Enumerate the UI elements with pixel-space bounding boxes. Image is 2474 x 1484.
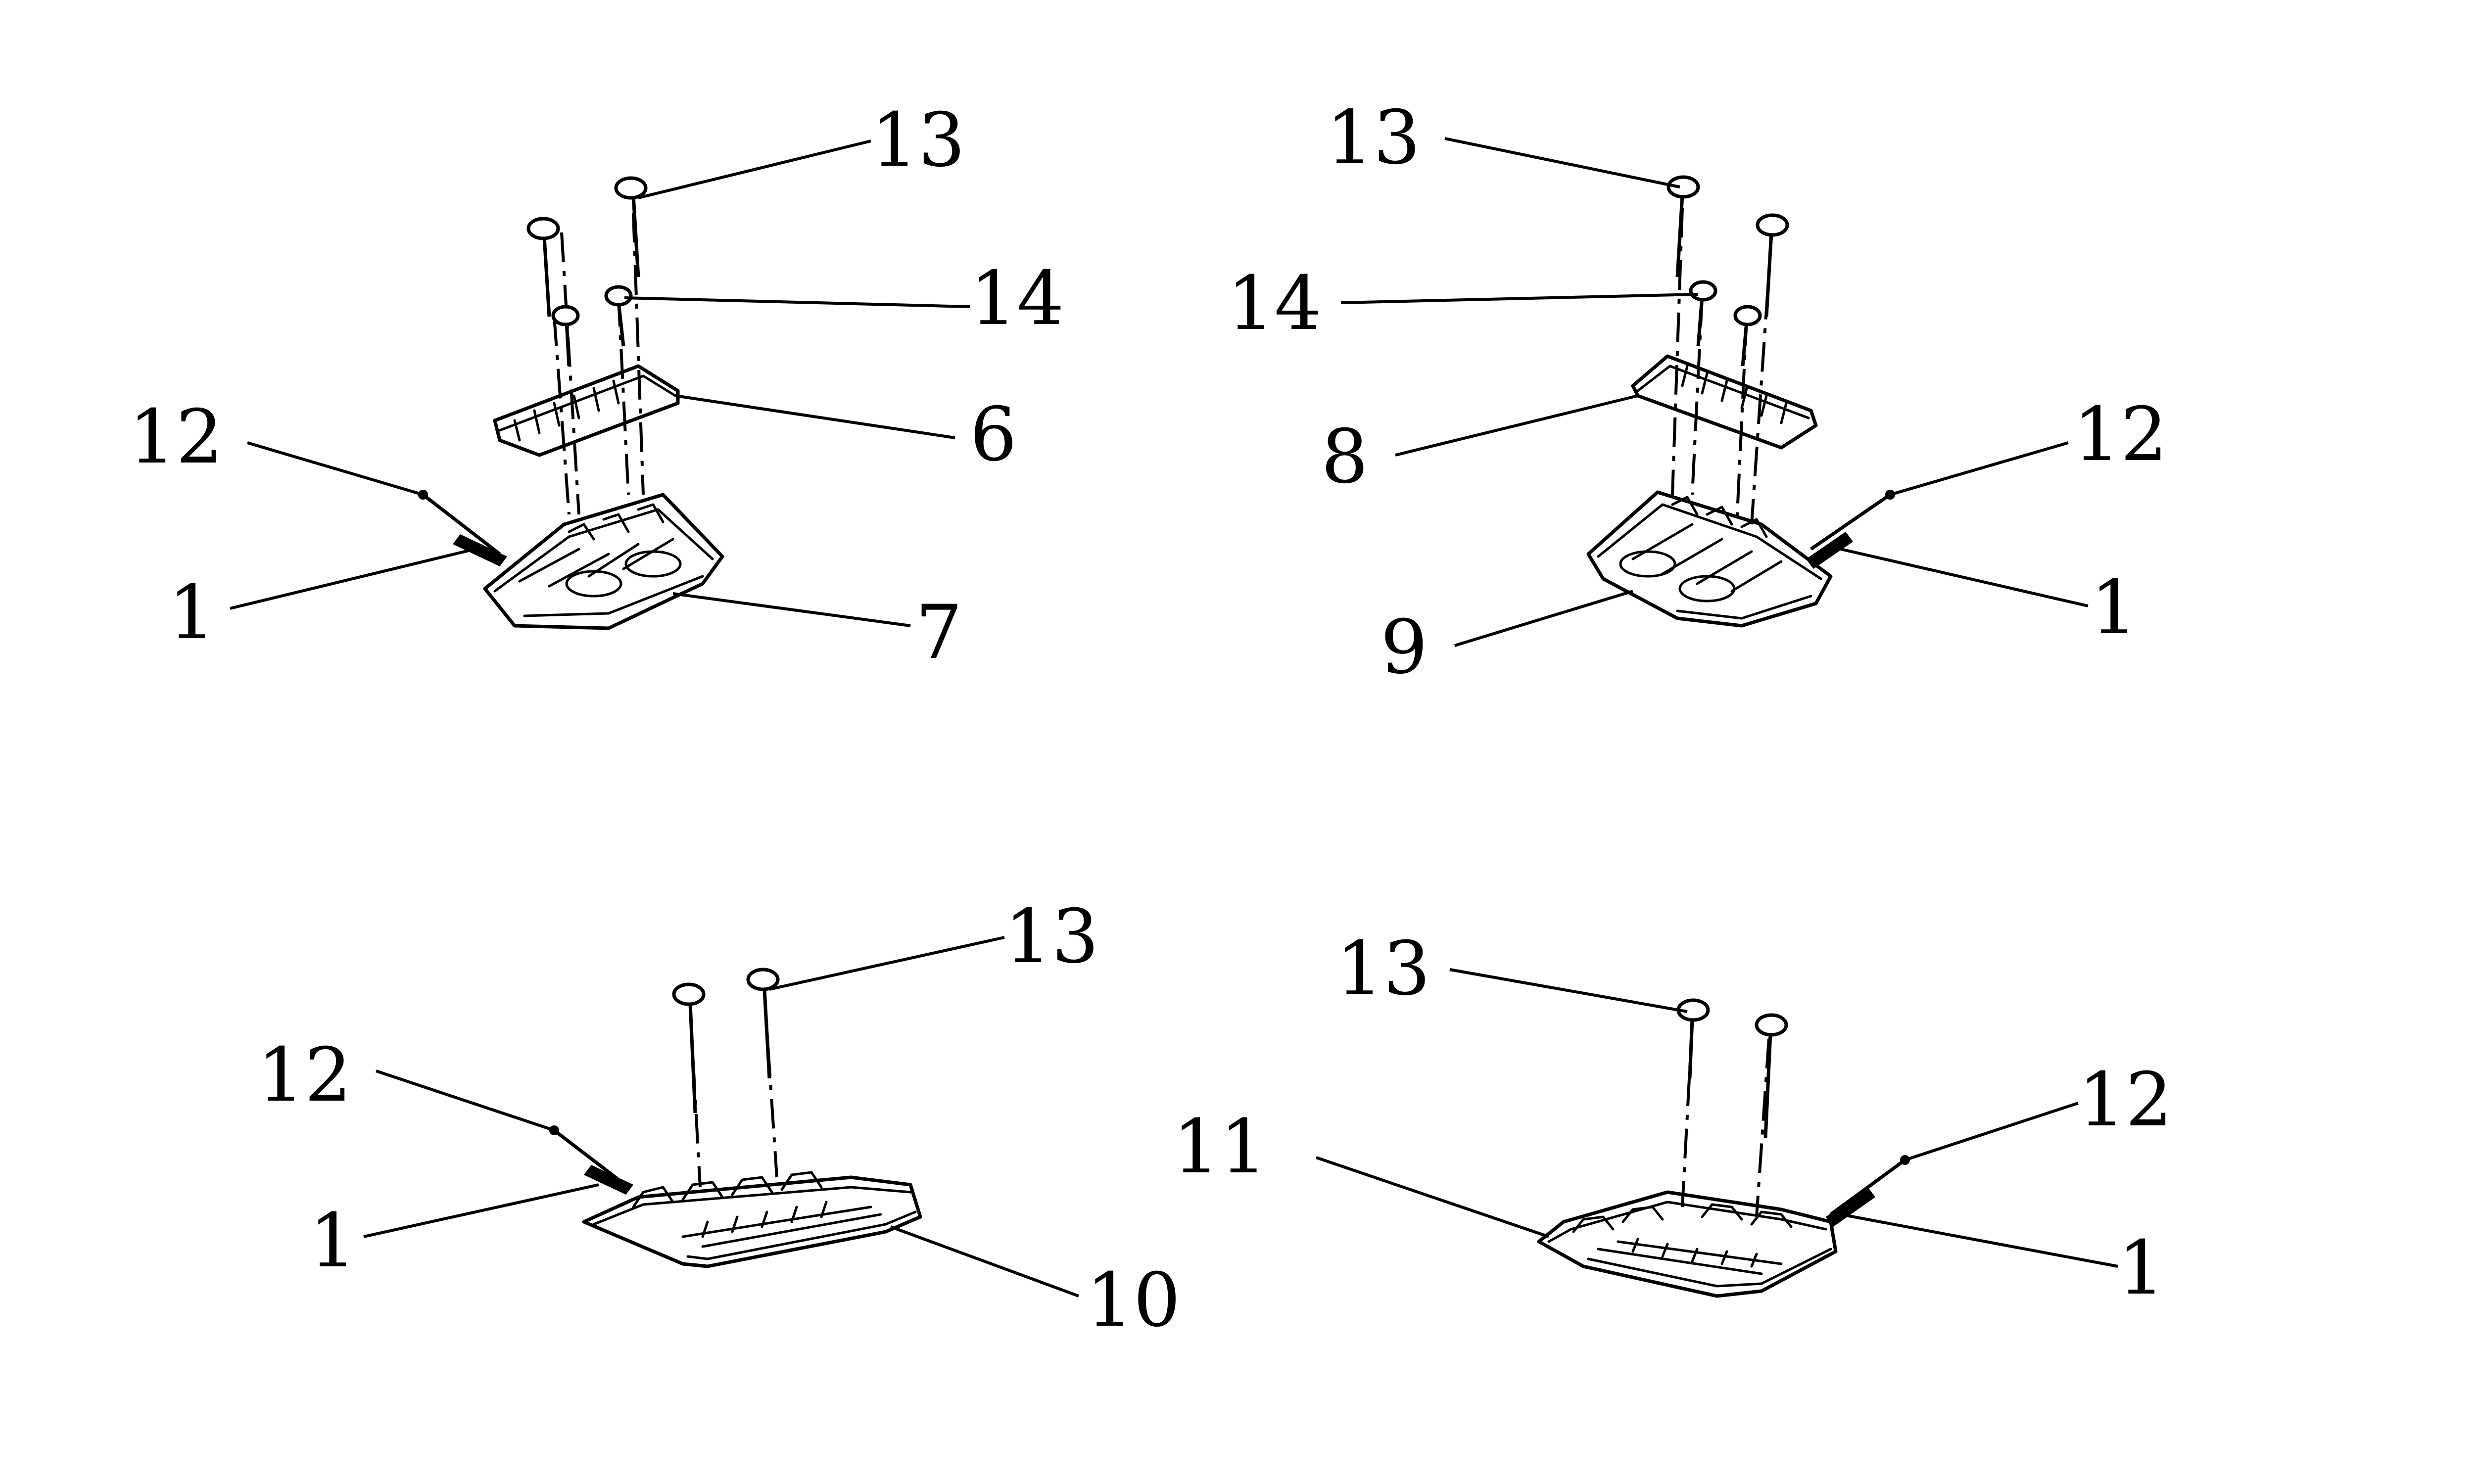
callout-br-1: 1 xyxy=(2118,1225,2165,1311)
callout-tl-7: 7 xyxy=(915,590,962,676)
assembly-bottom-right: 13 11 12 1 xyxy=(1173,926,2173,1311)
screw-14-top-left-a xyxy=(604,285,633,347)
leader-bl-10 xyxy=(890,1225,1080,1298)
leader-tr-14 xyxy=(1340,293,1699,304)
bolt-12-bottom-left xyxy=(549,1125,633,1195)
leader-tl-7 xyxy=(672,592,911,627)
callout-bl-13: 13 xyxy=(1004,894,1099,980)
callout-tr-12: 12 xyxy=(2073,392,2168,478)
leader-tl-12 xyxy=(247,441,424,496)
pad-part-8 xyxy=(1631,354,1818,450)
leader-tr-13 xyxy=(1444,137,1680,188)
callout-tr-1: 1 xyxy=(2091,565,2138,651)
leader-br-13 xyxy=(1449,968,1688,1013)
leader-tr-9 xyxy=(1454,590,1633,647)
callout-br-13: 13 xyxy=(1336,926,1430,1012)
screw-13-bottom-right-b xyxy=(1755,1013,1788,1138)
assembly-top-right: 13 14 8 12 1 9 xyxy=(1227,95,2168,691)
leader-bl-12 xyxy=(376,1069,555,1132)
leader-bl-13 xyxy=(769,936,1005,991)
callout-tl-13: 13 xyxy=(871,97,965,184)
assembly-top-left: 13 14 6 12 1 7 xyxy=(129,97,1064,676)
leader-br-12 xyxy=(1904,1102,2079,1161)
leader-bl-1 xyxy=(363,1183,599,1238)
callout-tl-14: 14 xyxy=(970,256,1064,342)
leader-br-11 xyxy=(1316,1156,1549,1238)
screw-14-top-right-a xyxy=(1689,280,1717,347)
callout-tl-1: 1 xyxy=(168,570,215,656)
leader-tr-12 xyxy=(1890,441,2069,496)
callout-br-12: 12 xyxy=(2078,1057,2173,1143)
callout-bl-12: 12 xyxy=(257,1032,352,1118)
screw-13-top-right-a xyxy=(1666,175,1700,278)
leader-tl-1 xyxy=(230,548,476,610)
leader-tr-1 xyxy=(1840,548,2089,607)
screw-14-top-right-b xyxy=(1733,305,1762,367)
base-part-7 xyxy=(483,493,724,630)
pad-part-6 xyxy=(493,364,680,457)
callout-tr-14: 14 xyxy=(1227,261,1322,347)
callout-tr-8: 8 xyxy=(1321,414,1368,500)
leader-br-1 xyxy=(1840,1213,2118,1268)
screw-13-top-left-a xyxy=(614,176,648,278)
screw-13-bottom-left-b xyxy=(746,968,780,1079)
callout-tl-6: 6 xyxy=(970,392,1017,478)
leader-tl-14 xyxy=(624,296,970,308)
callout-br-11: 11 xyxy=(1173,1104,1267,1190)
leader-tl-6 xyxy=(675,394,955,439)
screw-13-top-right-b xyxy=(1756,213,1789,317)
callout-tr-13: 13 xyxy=(1326,95,1421,181)
callout-tl-12: 12 xyxy=(129,394,223,480)
screw-13-top-left-b xyxy=(526,217,560,317)
leader-tl-13 xyxy=(638,139,871,199)
bolt-12-top-left xyxy=(418,490,507,566)
bolt-12-bottom-right xyxy=(1826,1155,1910,1227)
base-part-11 xyxy=(1537,1190,1838,1298)
callout-tr-9: 9 xyxy=(1380,604,1427,691)
callout-bl-1: 1 xyxy=(309,1198,356,1284)
base-part-9 xyxy=(1586,490,1833,628)
callout-bl-10: 10 xyxy=(1086,1257,1181,1344)
base-part-10 xyxy=(582,1171,922,1268)
assembly-bottom-left: 13 12 1 10 xyxy=(257,894,1181,1344)
bolt-12-top-right xyxy=(1806,490,1895,569)
screw-13-bottom-left-a xyxy=(672,982,706,1113)
leader-tr-8 xyxy=(1395,394,1638,457)
screw-14-top-left-b xyxy=(551,305,580,367)
